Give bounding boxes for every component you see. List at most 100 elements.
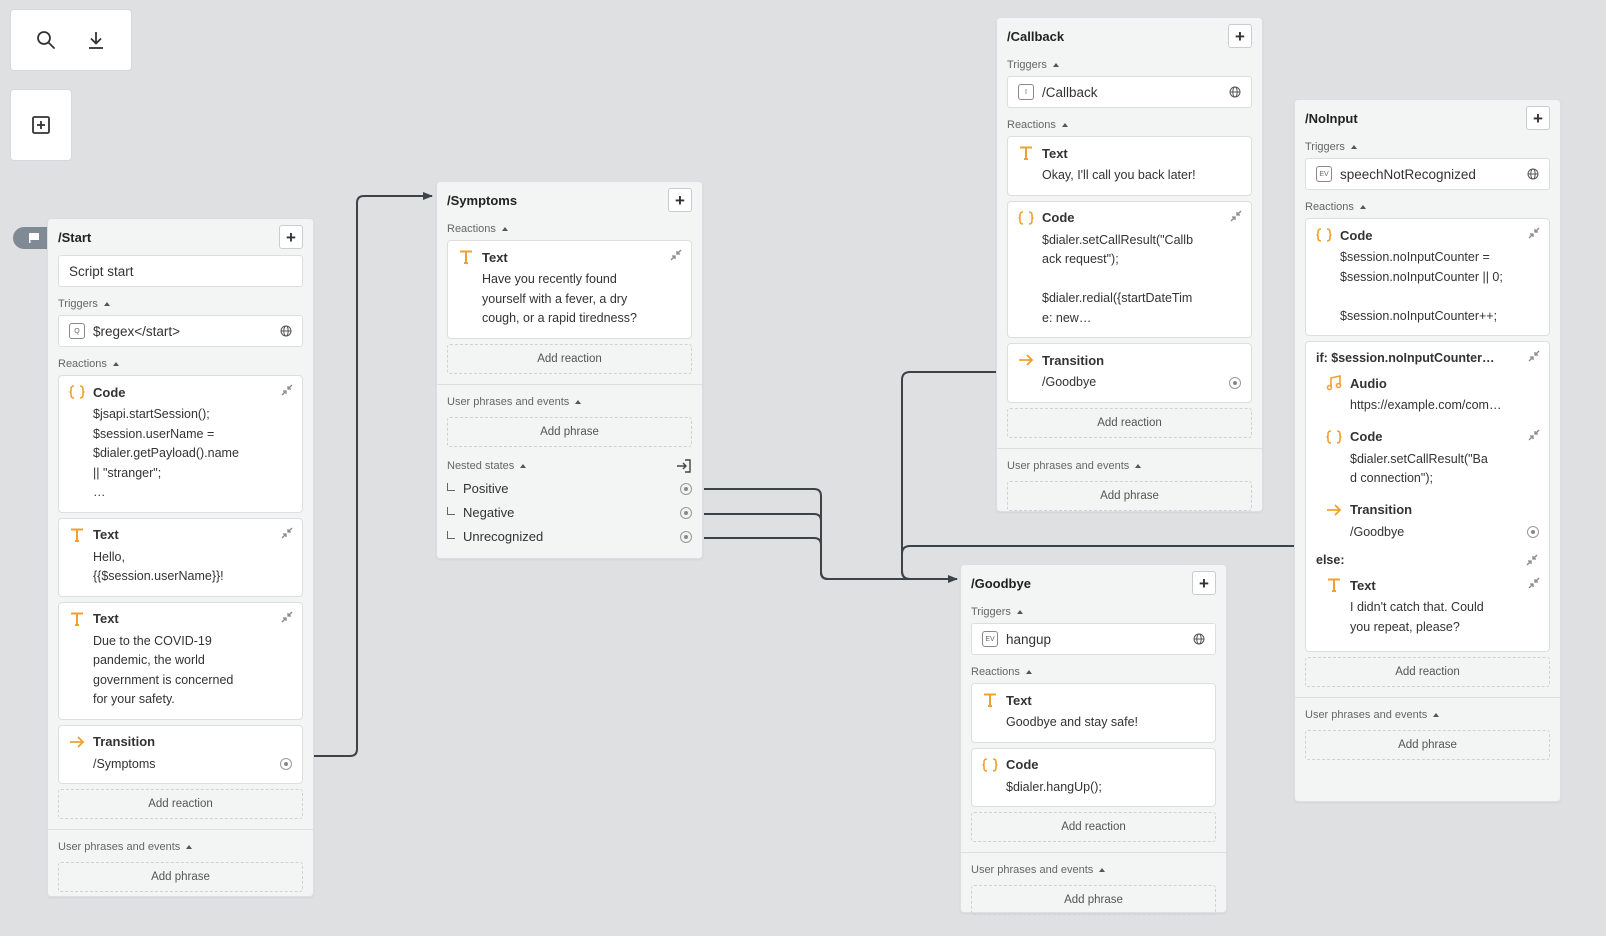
reaction-text[interactable]: Text Goodbye and stay safe! <box>971 683 1216 743</box>
add-phrase-button[interactable]: Add phrase <box>447 416 692 447</box>
collapse-icon[interactable] <box>1527 226 1541 240</box>
add-button[interactable]: + <box>1526 106 1550 130</box>
globe-icon[interactable] <box>280 325 292 337</box>
add-phrase-button[interactable]: Add phrase <box>1007 480 1252 511</box>
text-body: Goodbye and stay safe! <box>1006 715 1139 729</box>
collapse-icon[interactable] <box>1525 553 1539 567</box>
collapse-icon[interactable] <box>669 248 683 262</box>
text-body: I didn't catch that. Could you repeat, p… <box>1350 600 1484 634</box>
trigger-item[interactable]: I /Callback <box>1007 76 1252 108</box>
globe-icon[interactable] <box>1527 168 1539 180</box>
phrases-header[interactable]: User phrases and events <box>1007 455 1252 477</box>
add-reaction-button[interactable]: Add reaction <box>971 812 1216 842</box>
reaction-code[interactable]: Code $session.noInputCounter = $session.… <box>1305 218 1550 336</box>
triggers-header[interactable]: Triggers <box>971 601 1216 623</box>
add-reaction-button[interactable]: Add reaction <box>1305 657 1550 687</box>
state-symptoms[interactable]: /Symptoms + Reactions Text Have you recen… <box>436 181 703 559</box>
caret-up-icon <box>1061 123 1068 127</box>
reaction-text[interactable]: Text Have you recently found yourself wi… <box>447 240 692 339</box>
state-goodbye[interactable]: /Goodbye + Triggers EV hangup Reactions T… <box>960 564 1227 915</box>
connector-dot-icon[interactable] <box>680 530 692 543</box>
triggers-header[interactable]: Triggers <box>58 293 303 315</box>
reaction-code[interactable]: Code $dialer.hangUp(); <box>971 747 1216 807</box>
text-t-icon <box>982 692 998 708</box>
add-button[interactable]: + <box>668 188 692 212</box>
triggers-header[interactable]: Triggers <box>1305 136 1550 158</box>
link-positive-to-goodbye <box>704 488 958 583</box>
add-button[interactable]: + <box>1228 24 1252 48</box>
add-state-button[interactable] <box>10 89 72 161</box>
code-braces-icon <box>1326 429 1342 445</box>
search-button[interactable] <box>31 25 61 55</box>
add-button[interactable]: + <box>1192 571 1216 595</box>
add-reaction-button[interactable]: Add reaction <box>58 789 303 819</box>
connector-dot-icon[interactable] <box>280 758 292 771</box>
reactions-header[interactable]: Reactions <box>971 661 1216 683</box>
collapse-icon[interactable] <box>1527 576 1541 590</box>
caret-up-icon <box>112 362 119 366</box>
globe-icon[interactable] <box>1193 633 1205 645</box>
trigger-item[interactable]: Q $regex</start> <box>58 315 303 347</box>
add-phrase-button[interactable]: Add phrase <box>1305 730 1550 760</box>
state-label-field[interactable]: Script start <box>58 255 303 287</box>
reaction-text[interactable]: Text I didn't catch that. Could you repe… <box>1316 570 1541 643</box>
caret-up-icon <box>186 845 193 849</box>
link-unrecognized-to-goodbye <box>704 537 957 580</box>
nested-state-positive[interactable]: Positive <box>447 477 692 501</box>
phrases-header[interactable]: User phrases and events <box>58 836 303 858</box>
state-start[interactable]: /Start+ Script start Triggers Q $regex</… <box>47 218 314 897</box>
collapse-icon[interactable] <box>1527 428 1541 442</box>
connector-dot-icon[interactable] <box>1229 376 1241 389</box>
add-reaction-button[interactable]: Add reaction <box>1007 407 1252 438</box>
collapse-icon[interactable] <box>280 610 294 624</box>
download-button[interactable] <box>81 25 111 55</box>
reactions-header[interactable]: Reactions <box>447 218 692 240</box>
trigger-item[interactable]: EV speechNotRecognized <box>1305 158 1550 190</box>
add-reaction-button[interactable]: Add reaction <box>447 343 692 374</box>
state-title: /Goodbye <box>971 575 1031 591</box>
reaction-text[interactable]: Text Hello, {{$session.userName}}! <box>58 517 303 597</box>
reaction-transition[interactable]: Transition /Goodbye <box>1316 495 1539 549</box>
enter-state-icon[interactable] <box>676 458 692 473</box>
collapse-icon[interactable] <box>1527 349 1541 363</box>
reaction-text[interactable]: Text Due to the COVID-19 pandemic, the w… <box>58 601 303 720</box>
code-body: $dialer.hangUp(); <box>1006 779 1102 794</box>
connector-dot-icon[interactable] <box>680 506 692 519</box>
reaction-code[interactable]: Code $dialer.setCallResult("Ba d connect… <box>1316 422 1541 495</box>
nested-state-negative[interactable]: Negative <box>447 501 692 525</box>
collapse-icon[interactable] <box>280 526 294 540</box>
state-noinput[interactable]: /NoInput+ Triggers EV speechNotRecognize… <box>1294 99 1561 802</box>
phrases-header[interactable]: User phrases and events <box>447 391 692 413</box>
triggers-header[interactable]: Triggers <box>1007 54 1252 76</box>
globe-icon[interactable] <box>1229 86 1241 98</box>
nested-state-unrecognized[interactable]: Unrecognized <box>447 525 692 549</box>
collapse-icon[interactable] <box>280 383 294 397</box>
connector-dot-icon[interactable] <box>1527 526 1539 539</box>
caret-up-icon <box>1350 145 1357 149</box>
code-body: $dialer.setCallResult("Callb ack request… <box>1042 232 1194 325</box>
text-body: Hello, {{$session.userName}}! <box>93 549 224 584</box>
reaction-code[interactable]: Code $jsapi.startSession(); $session.use… <box>58 375 303 513</box>
if-else-block[interactable]: if: $session.noInputCounter… Audio https… <box>1305 341 1550 652</box>
reaction-code[interactable]: Code $dialer.setCallResult("Callb ack re… <box>1007 200 1252 338</box>
add-phrase-button[interactable]: Add phrase <box>58 862 303 892</box>
reactions-header[interactable]: Reactions <box>1305 196 1550 218</box>
nested-states-header[interactable]: Nested states <box>447 455 692 477</box>
reactions-header[interactable]: Reactions <box>1007 114 1252 136</box>
collapse-icon[interactable] <box>1229 209 1243 223</box>
reaction-transition[interactable]: Transition /Goodbye <box>1007 343 1252 403</box>
connector-dot-icon[interactable] <box>680 482 692 495</box>
add-button[interactable]: + <box>279 225 303 249</box>
add-phrase-button[interactable]: Add phrase <box>971 885 1216 915</box>
phrases-header[interactable]: User phrases and events <box>1305 704 1550 726</box>
state-callback[interactable]: /Callback+ Triggers I /Callback Reaction… <box>996 17 1263 512</box>
trigger-item[interactable]: EV hangup <box>971 623 1216 655</box>
state-title: /Symptoms <box>447 192 518 208</box>
phrases-header[interactable]: User phrases and events <box>971 859 1216 881</box>
text-t-icon <box>69 527 85 543</box>
reactions-header[interactable]: Reactions <box>58 353 303 375</box>
music-note-icon <box>1326 375 1342 391</box>
reaction-audio[interactable]: Audio https://example.com/com… <box>1316 368 1539 422</box>
reaction-transition[interactable]: Transition /Symptoms <box>58 724 303 784</box>
reaction-text[interactable]: Text Okay, I'll call you back later! <box>1007 136 1252 196</box>
